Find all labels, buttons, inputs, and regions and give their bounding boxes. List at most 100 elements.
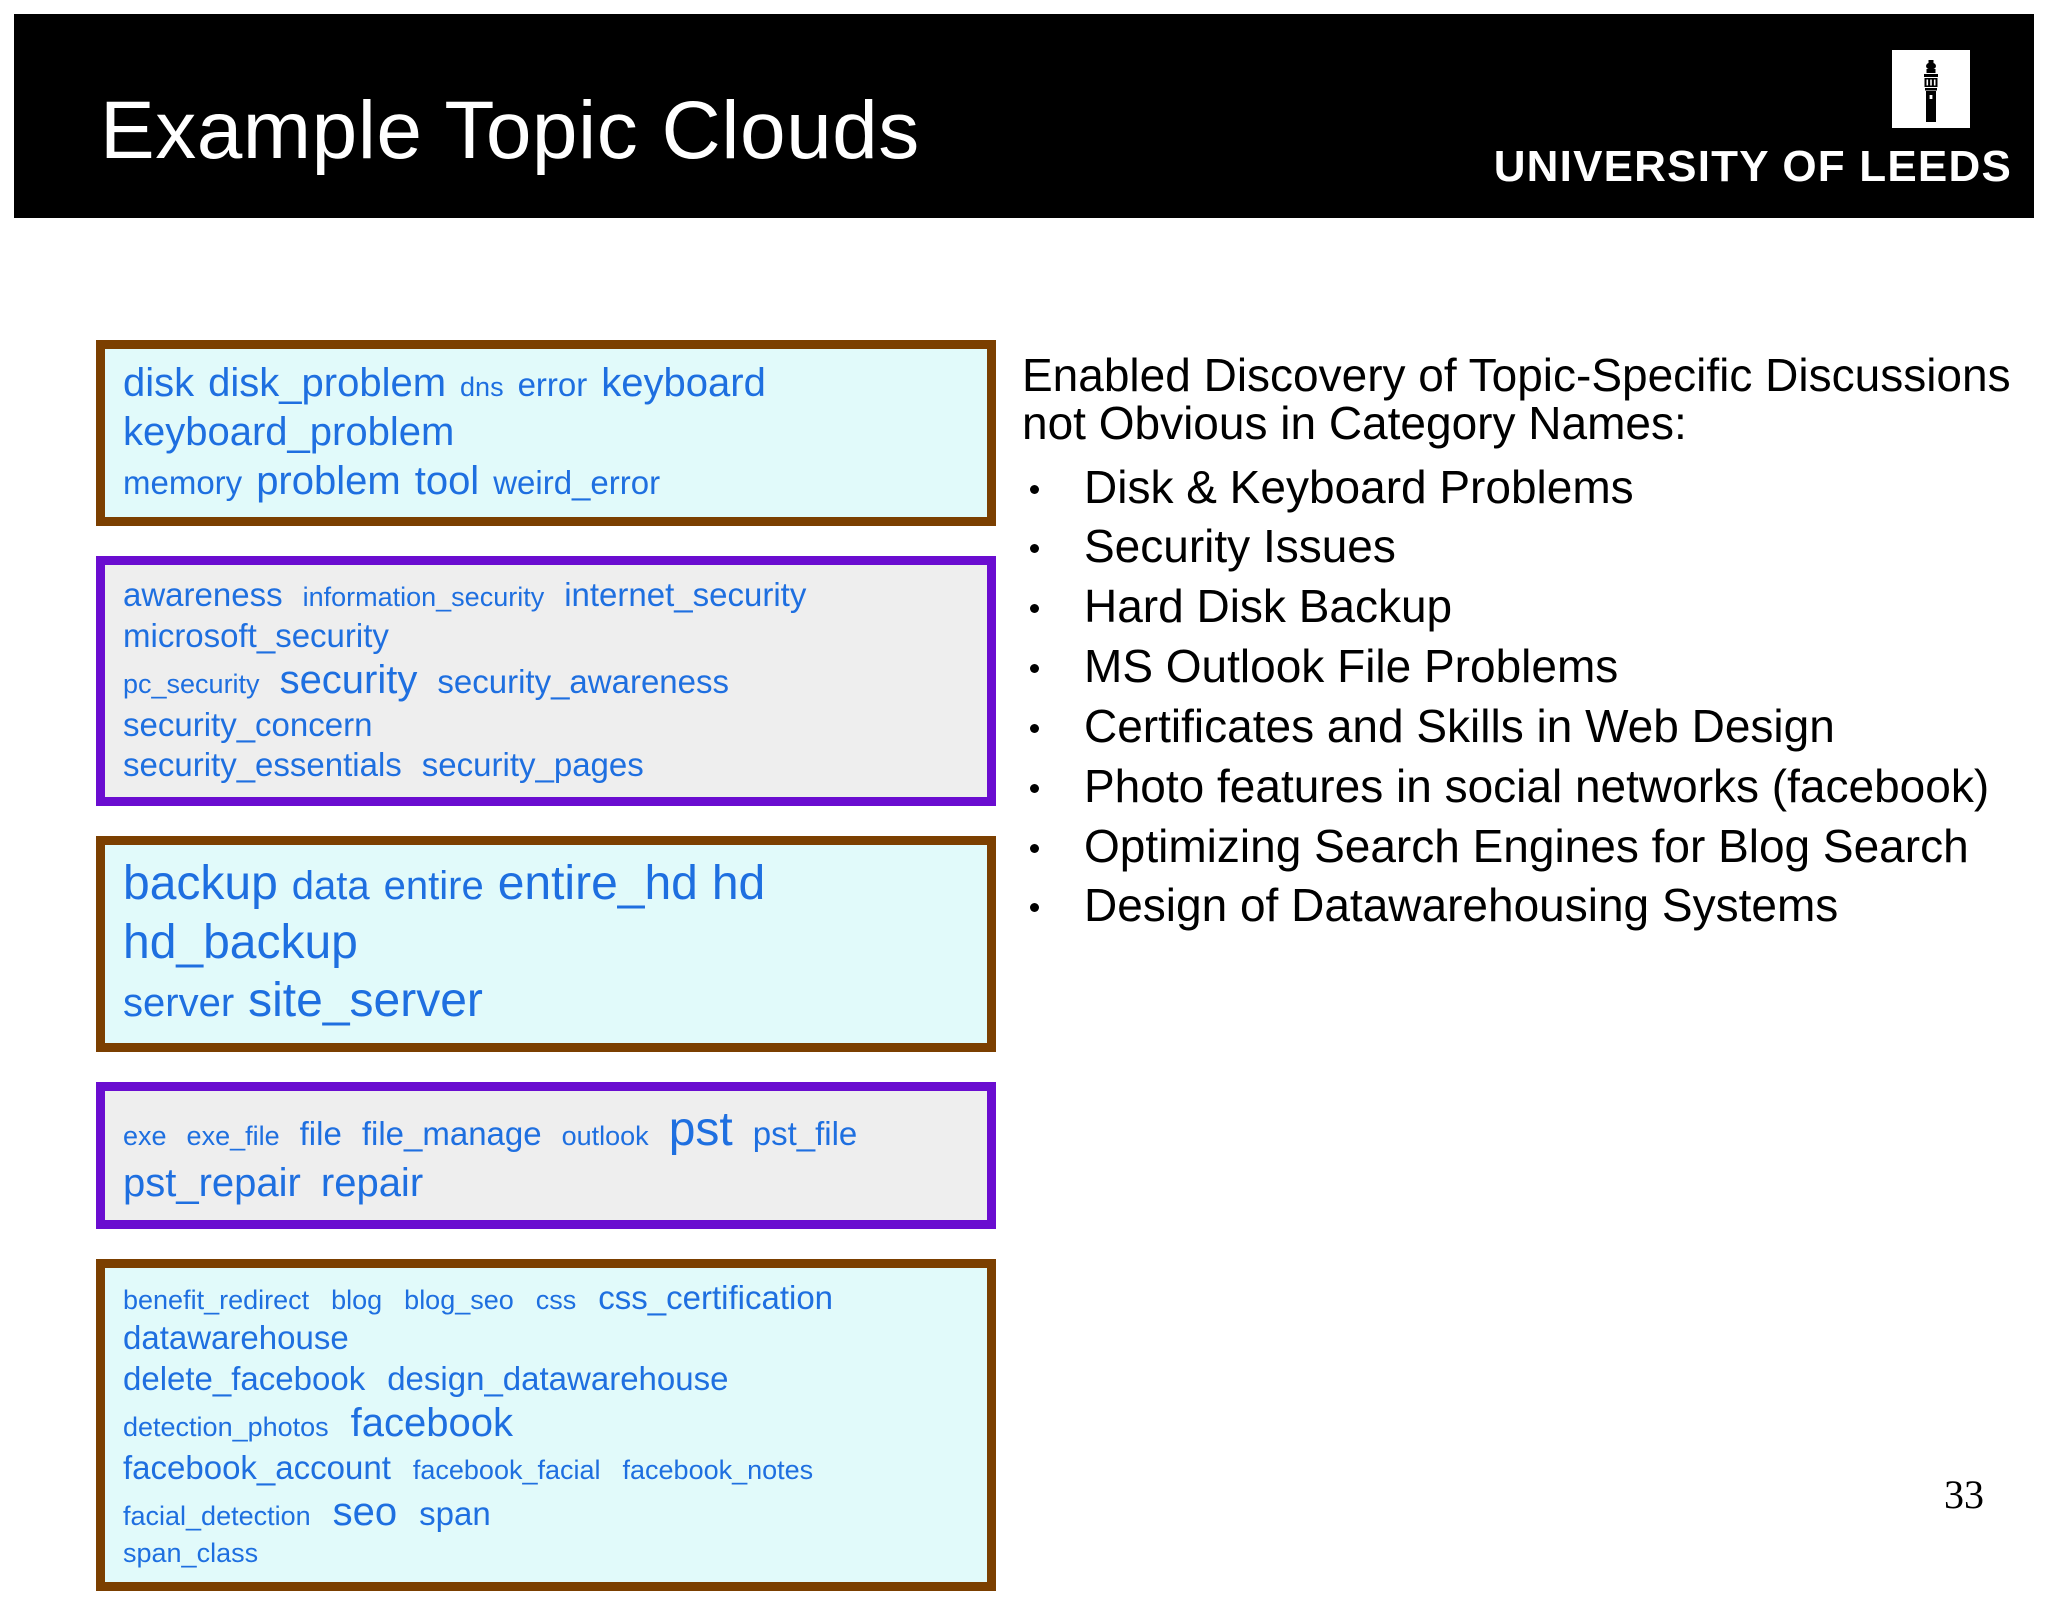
topic-cloud-pst-repair: exe exe_file file file_manage outlook pst pst_… bbox=[96, 1081, 996, 1230]
topic-word[interactable]: exe_file bbox=[186, 1120, 280, 1151]
summary-bullet: Security Issues bbox=[1022, 523, 2012, 571]
slide-header: Example Topic Clouds UNIVERSITY OF LEEDS bbox=[14, 14, 2034, 218]
summary-lead: Enabled Discovery of Topic-Specific Disc… bbox=[1022, 349, 2011, 449]
topic-word[interactable]: facebook bbox=[350, 1400, 514, 1445]
topic-word[interactable]: awareness bbox=[123, 576, 283, 614]
topic-word[interactable]: error bbox=[517, 366, 588, 403]
topic-word[interactable]: keyboard bbox=[601, 361, 766, 405]
topic-word[interactable]: hd bbox=[711, 857, 766, 911]
topic-word[interactable]: problem bbox=[256, 458, 401, 503]
cloud-line: exe exe_file file file_manage outlook pst pst_… bbox=[123, 1101, 969, 1208]
topic-word[interactable]: security bbox=[279, 657, 418, 702]
topic-word[interactable]: design_datawarehouse bbox=[387, 1359, 729, 1397]
cloud-line: delete_facebook design_datawarehousedetec… bbox=[123, 1359, 969, 1448]
summary-bullet-label: MS Outlook File Problems bbox=[1084, 640, 1619, 693]
topic-word[interactable]: server bbox=[123, 981, 235, 1026]
topic-word[interactable]: blog_seo bbox=[404, 1285, 514, 1316]
topic-word[interactable]: internet_security bbox=[564, 576, 807, 614]
topic-word[interactable]: outlook bbox=[561, 1120, 649, 1151]
topic-word[interactable]: span_class bbox=[123, 1537, 259, 1568]
topic-word[interactable]: entire_hd bbox=[497, 857, 698, 911]
summary-bullet-label: Hard Disk Backup bbox=[1084, 580, 1453, 633]
topic-word[interactable]: facebook_facial bbox=[412, 1454, 601, 1485]
topic-word[interactable]: hd_backup bbox=[123, 915, 358, 969]
summary-bullet-label: Photo features in social networks (faceb… bbox=[1084, 759, 1990, 812]
university-name: UNIVERSITY OF LEEDS bbox=[1493, 142, 2012, 191]
university-logo: UNIVERSITY OF LEEDS bbox=[1494, 50, 2012, 192]
cloud-line: awareness information_security internet_se… bbox=[123, 575, 969, 656]
bullet-dot-icon bbox=[1030, 664, 1039, 674]
summary-bullet: Hard Disk Backup bbox=[1022, 580, 2012, 633]
topic-clouds-column: disk disk_problem dns error keyboard keyboard… bbox=[96, 340, 996, 1621]
topic-word[interactable]: microsoft_security bbox=[123, 616, 389, 654]
topic-word[interactable]: entire bbox=[383, 864, 484, 909]
parkinson-tower-icon bbox=[1892, 50, 1970, 128]
cloud-line: pc_security security security_awarenesssec… bbox=[123, 656, 969, 745]
topic-word[interactable]: security_pages bbox=[421, 745, 644, 783]
topic-word[interactable]: pst_repair bbox=[123, 1161, 301, 1206]
topic-word[interactable]: dns bbox=[460, 372, 504, 402]
topic-word[interactable]: memory bbox=[123, 463, 243, 501]
topic-word[interactable]: css bbox=[535, 1285, 577, 1316]
bullet-dot-icon bbox=[1030, 783, 1039, 793]
topic-word[interactable]: facebook_notes bbox=[622, 1454, 814, 1485]
bullet-dot-icon bbox=[1030, 903, 1039, 913]
topic-word[interactable]: pc_security bbox=[123, 668, 260, 699]
topic-word[interactable]: security_awareness bbox=[437, 662, 730, 700]
summary-bullet-label: Disk & Keyboard Problems bbox=[1084, 460, 1634, 513]
topic-word[interactable]: benefit_redirect bbox=[123, 1285, 310, 1316]
summary-bullet: Optimizing Search Engines for Blog Searc… bbox=[1022, 822, 2012, 871]
bullet-dot-icon bbox=[1030, 604, 1039, 614]
tower-glyph bbox=[1924, 60, 1938, 122]
topic-word[interactable]: pst bbox=[668, 1102, 733, 1156]
summary-bullet: Photo features in social networks (faceb… bbox=[1022, 759, 2012, 812]
topic-word[interactable]: disk_problem bbox=[208, 361, 447, 405]
topic-word[interactable]: security_essentials bbox=[123, 745, 402, 783]
bullet-dot-icon bbox=[1030, 544, 1039, 554]
topic-word[interactable]: repair bbox=[320, 1161, 424, 1206]
cloud-line: disk disk_problem dns error keyboard keyboard… bbox=[123, 359, 969, 457]
topic-word[interactable]: data bbox=[291, 864, 370, 909]
topic-cloud-seo-facebook: benefit_redirect blog blog_seo css css_certi… bbox=[96, 1259, 996, 1591]
topic-word[interactable]: tool bbox=[414, 458, 480, 503]
topic-word[interactable]: exe bbox=[123, 1120, 167, 1151]
topic-word[interactable]: facebook_account bbox=[123, 1448, 391, 1486]
page-number: 33 bbox=[1944, 1472, 1984, 1517]
topic-word[interactable]: facial_detection bbox=[123, 1500, 311, 1531]
topic-word[interactable]: pst_file bbox=[752, 1114, 858, 1152]
topic-word[interactable]: detection_photos bbox=[123, 1411, 329, 1442]
topic-word[interactable]: file_manage bbox=[361, 1114, 542, 1152]
bullet-dot-icon bbox=[1030, 723, 1039, 733]
topic-cloud-security: awareness information_security internet_se… bbox=[96, 556, 996, 807]
topic-word[interactable]: backup bbox=[123, 857, 278, 911]
topic-word[interactable]: seo bbox=[332, 1489, 398, 1534]
cloud-line: span_class bbox=[123, 1537, 969, 1570]
cloud-line: server site_server bbox=[123, 972, 969, 1031]
topic-word[interactable]: disk bbox=[123, 361, 195, 405]
topic-word[interactable]: site_server bbox=[248, 974, 483, 1028]
page-title: Example Topic Clouds bbox=[100, 85, 920, 176]
summary-bullet-label: Certificates and Skills in Web Design bbox=[1084, 699, 1835, 752]
topic-word[interactable]: information_security bbox=[302, 582, 545, 613]
summary-bullet: MS Outlook File Problems bbox=[1022, 640, 2012, 693]
summary-bullet: Certificates and Skills in Web Design bbox=[1022, 699, 2012, 752]
topic-word[interactable]: file bbox=[299, 1114, 342, 1152]
topic-word[interactable]: weird_error bbox=[493, 463, 661, 501]
topic-word[interactable]: datawarehouse bbox=[123, 1319, 349, 1357]
topic-word[interactable]: span bbox=[419, 1494, 491, 1532]
cloud-line: memory problem tool weird_error bbox=[123, 457, 969, 506]
summary-bullet: Disk & Keyboard Problems bbox=[1022, 460, 2012, 513]
topic-word[interactable]: blog bbox=[331, 1285, 383, 1316]
topic-word[interactable]: security_concern bbox=[123, 705, 373, 743]
topic-word[interactable]: css_certification bbox=[598, 1279, 834, 1317]
topic-word[interactable]: keyboard_problem bbox=[123, 409, 455, 454]
topic-word[interactable]: delete_facebook bbox=[123, 1359, 366, 1397]
bullet-dot-icon bbox=[1030, 484, 1039, 494]
summary-panel: Enabled Discovery of Topic-Specific Disc… bbox=[1022, 349, 2012, 942]
cloud-line: security_essentials security_pages bbox=[123, 745, 969, 785]
cloud-line: benefit_redirect blog blog_seo css css_certi… bbox=[123, 1278, 969, 1359]
summary-bullet: Design of Datawarehousing Systems bbox=[1022, 882, 2012, 930]
